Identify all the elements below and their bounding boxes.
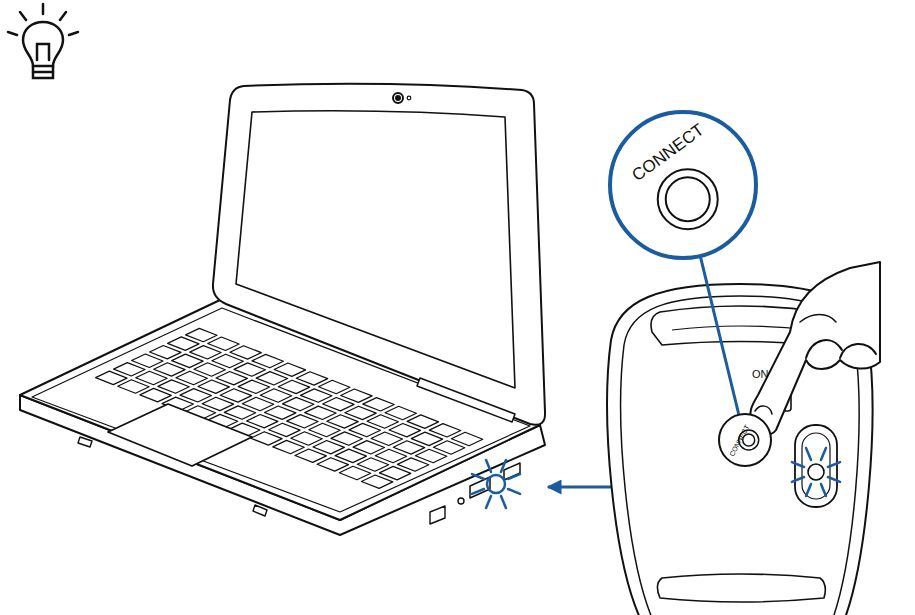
switch-label: ON [752,369,769,380]
button-label: CONNECT [629,121,707,184]
mouse-light-glow [792,448,840,496]
hand [750,262,880,434]
laptop [20,84,545,535]
zoom-circle: CONNECT [608,110,758,260]
laptop-light-glow [472,460,520,508]
connect-button: CONNECT [718,413,772,467]
button-label: CONNECT [728,424,750,458]
leader-line [701,258,739,414]
button-rings [720,415,770,465]
tip-bulb-icon [8,4,78,78]
